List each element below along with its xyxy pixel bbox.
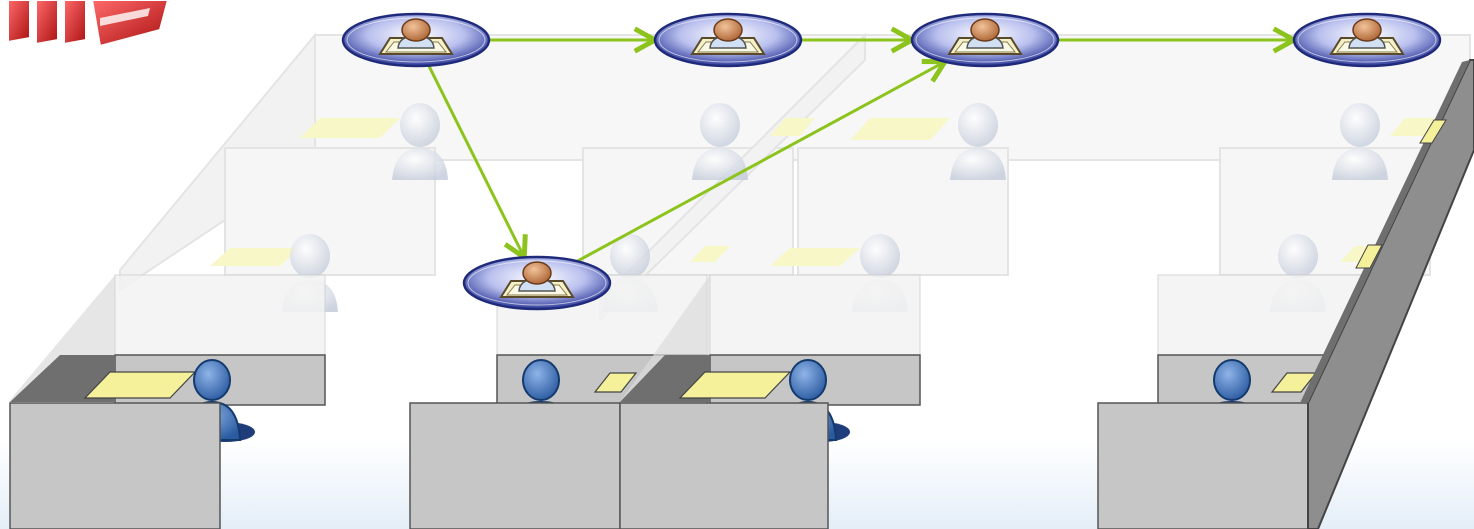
person-ghost-icon — [950, 103, 1006, 180]
right-wall — [1300, 59, 1474, 529]
cubicle — [1097, 274, 1369, 529]
reviewer-icon — [378, 18, 454, 55]
workflow-arrows — [427, 40, 1294, 263]
workflow-node-n5 — [462, 255, 612, 311]
workflow-node-n3 — [910, 12, 1060, 68]
workflow-node-n1 — [341, 12, 491, 68]
cubicle — [9, 274, 326, 529]
workflow-nodes — [341, 12, 1442, 311]
person-ghost-icon — [392, 103, 448, 180]
person-ghost-icon — [1332, 103, 1388, 180]
cubicle-front-row — [9, 59, 1474, 529]
person-ghost-icon — [692, 103, 748, 180]
workflow-arrow — [576, 62, 945, 263]
reviewer-icon — [1329, 18, 1405, 55]
reviewer-icon — [947, 18, 1023, 55]
red-folders-icon — [7, 0, 170, 48]
cubicle — [619, 274, 921, 529]
reviewer-icon — [499, 261, 575, 298]
workflow-node-n4 — [1292, 12, 1442, 68]
workflow-node-n2 — [653, 12, 803, 68]
reviewer-icon — [690, 18, 766, 55]
workflow-arrow — [427, 64, 525, 258]
